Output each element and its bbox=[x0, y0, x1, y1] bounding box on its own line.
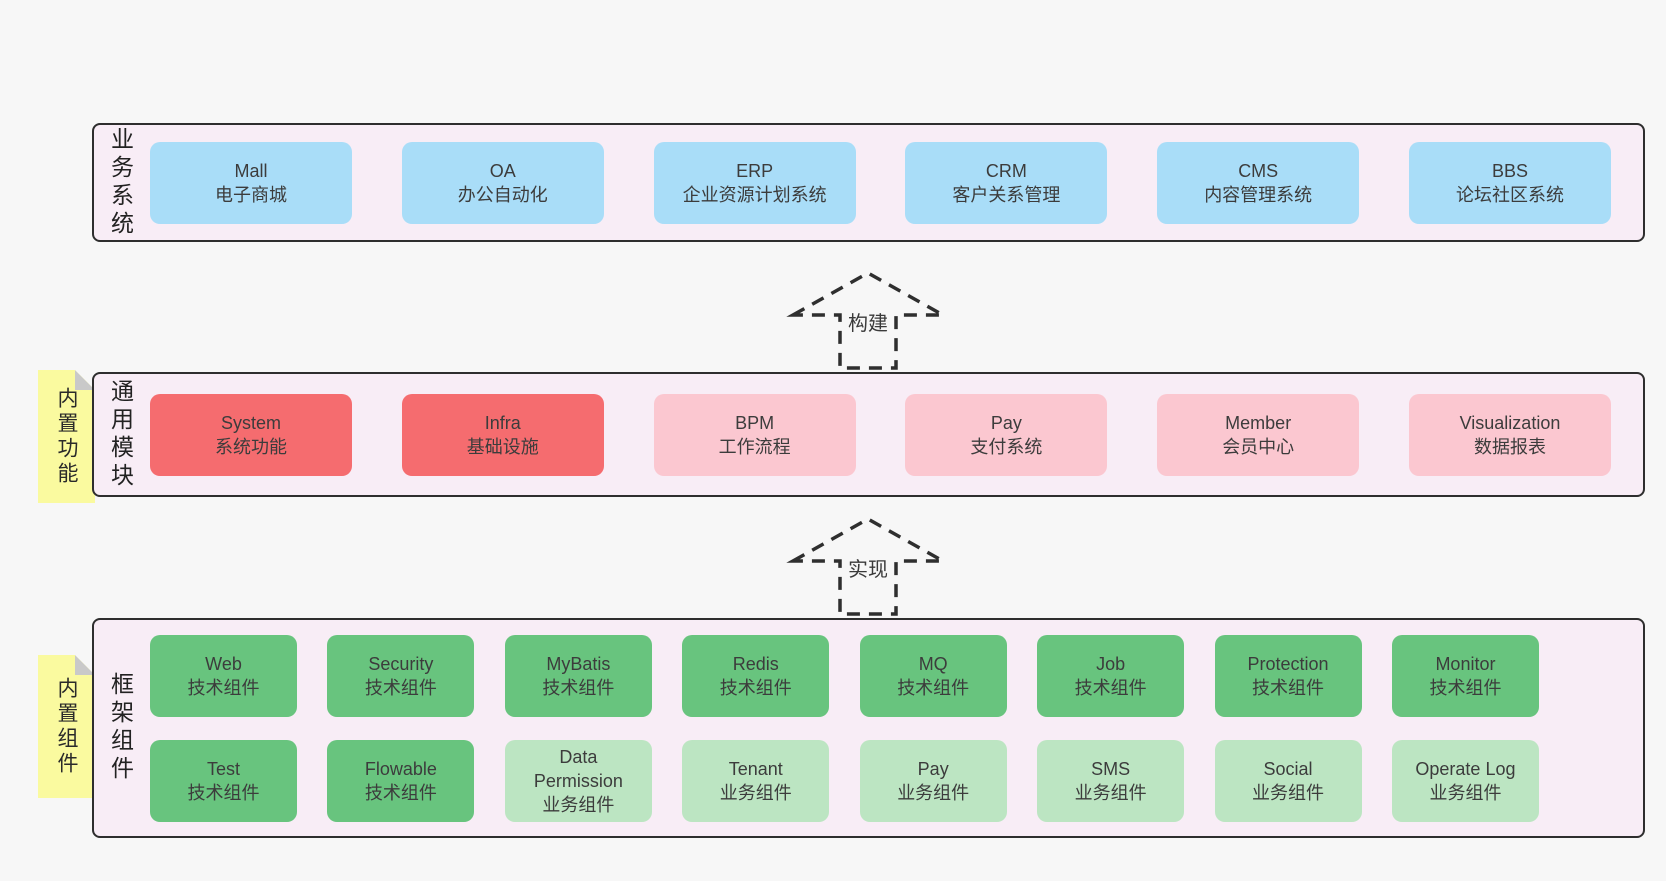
layer-title: 业务系统 bbox=[107, 126, 134, 239]
box-mall: Mall 电子商城 bbox=[150, 141, 352, 224]
box-mq: MQ 技术组件 bbox=[859, 634, 1007, 717]
box-social: Social 业务组件 bbox=[1214, 739, 1362, 822]
box-job: Job 技术组件 bbox=[1037, 634, 1185, 717]
business-box-row: Mall 电子商城 OA 办公自动化 ERP 企业资源计划系统 CRM 客户关系… bbox=[146, 125, 1643, 240]
layer-framework-components: 框架组件 Web 技术组件 Security 技术组件 MyBatis 技术组件… bbox=[92, 618, 1645, 838]
layer-business-systems: 业务系统 Mall 电子商城 OA 办公自动化 ERP 企业资源计划系统 CRM… bbox=[92, 123, 1645, 242]
component-row-tech: Web 技术组件 Security 技术组件 MyBatis 技术组件 Redi… bbox=[150, 634, 1539, 717]
arrow-label-implement: 实现 bbox=[848, 558, 888, 581]
box-security: Security 技术组件 bbox=[327, 634, 475, 717]
box-flowable: Flowable 技术组件 bbox=[327, 739, 475, 822]
box-tenant: Tenant 业务组件 bbox=[682, 739, 830, 822]
box-sms: SMS 业务组件 bbox=[1037, 739, 1185, 822]
arrow-label-build: 构建 bbox=[848, 312, 888, 335]
sticky-note-builtin-components: 内置组件 bbox=[38, 655, 95, 798]
layer-title: 框架组件 bbox=[107, 672, 134, 784]
box-visualization: Visualization 数据报表 bbox=[1408, 393, 1611, 476]
box-test: Test 技术组件 bbox=[150, 739, 297, 822]
note-label: 内置组件 bbox=[55, 676, 78, 777]
layer-label-column: 框架组件 bbox=[94, 620, 146, 836]
box-bbs: BBS 论坛社区系统 bbox=[1408, 141, 1611, 224]
box-pay-component: Pay 业务组件 bbox=[859, 739, 1007, 822]
note-label: 内置功能 bbox=[55, 386, 78, 487]
box-bpm: BPM 工作流程 bbox=[653, 393, 856, 476]
component-row-biz: Test 技术组件 Flowable 技术组件 Data Permission … bbox=[150, 739, 1539, 822]
component-rows: Web 技术组件 Security 技术组件 MyBatis 技术组件 Redi… bbox=[146, 620, 1643, 836]
box-crm: CRM 客户关系管理 bbox=[905, 141, 1108, 224]
box-member: Member 会员中心 bbox=[1157, 393, 1360, 476]
box-operate-log: Operate Log 业务组件 bbox=[1391, 739, 1539, 822]
dashed-up-arrow-build: 构建 bbox=[786, 270, 950, 370]
layer-label-column: 业务系统 bbox=[94, 125, 146, 240]
module-box-row: System 系统功能 Infra 基础设施 BPM 工作流程 Pay 支付系统… bbox=[146, 374, 1643, 495]
box-redis: Redis 技术组件 bbox=[682, 634, 830, 717]
box-monitor: Monitor 技术组件 bbox=[1391, 634, 1539, 717]
box-cms: CMS 内容管理系统 bbox=[1157, 141, 1360, 224]
box-data-permission: Data Permission 业务组件 bbox=[504, 739, 652, 822]
layer-title: 通用模块 bbox=[107, 378, 134, 491]
sticky-note-builtin-features: 内置功能 bbox=[38, 370, 95, 503]
box-oa: OA 办公自动化 bbox=[401, 141, 604, 224]
box-protection: Protection 技术组件 bbox=[1214, 634, 1362, 717]
box-web: Web 技术组件 bbox=[150, 634, 297, 717]
layer-label-column: 通用模块 bbox=[94, 374, 146, 495]
box-erp: ERP 企业资源计划系统 bbox=[653, 141, 856, 224]
box-mybatis: MyBatis 技术组件 bbox=[504, 634, 652, 717]
dashed-up-arrow-implement: 实现 bbox=[786, 516, 950, 616]
layer-common-modules: 通用模块 System 系统功能 Infra 基础设施 BPM 工作流程 Pay… bbox=[92, 372, 1645, 497]
box-system: System 系统功能 bbox=[150, 393, 352, 476]
box-infra: Infra 基础设施 bbox=[401, 393, 604, 476]
box-pay-module: Pay 支付系统 bbox=[905, 393, 1108, 476]
